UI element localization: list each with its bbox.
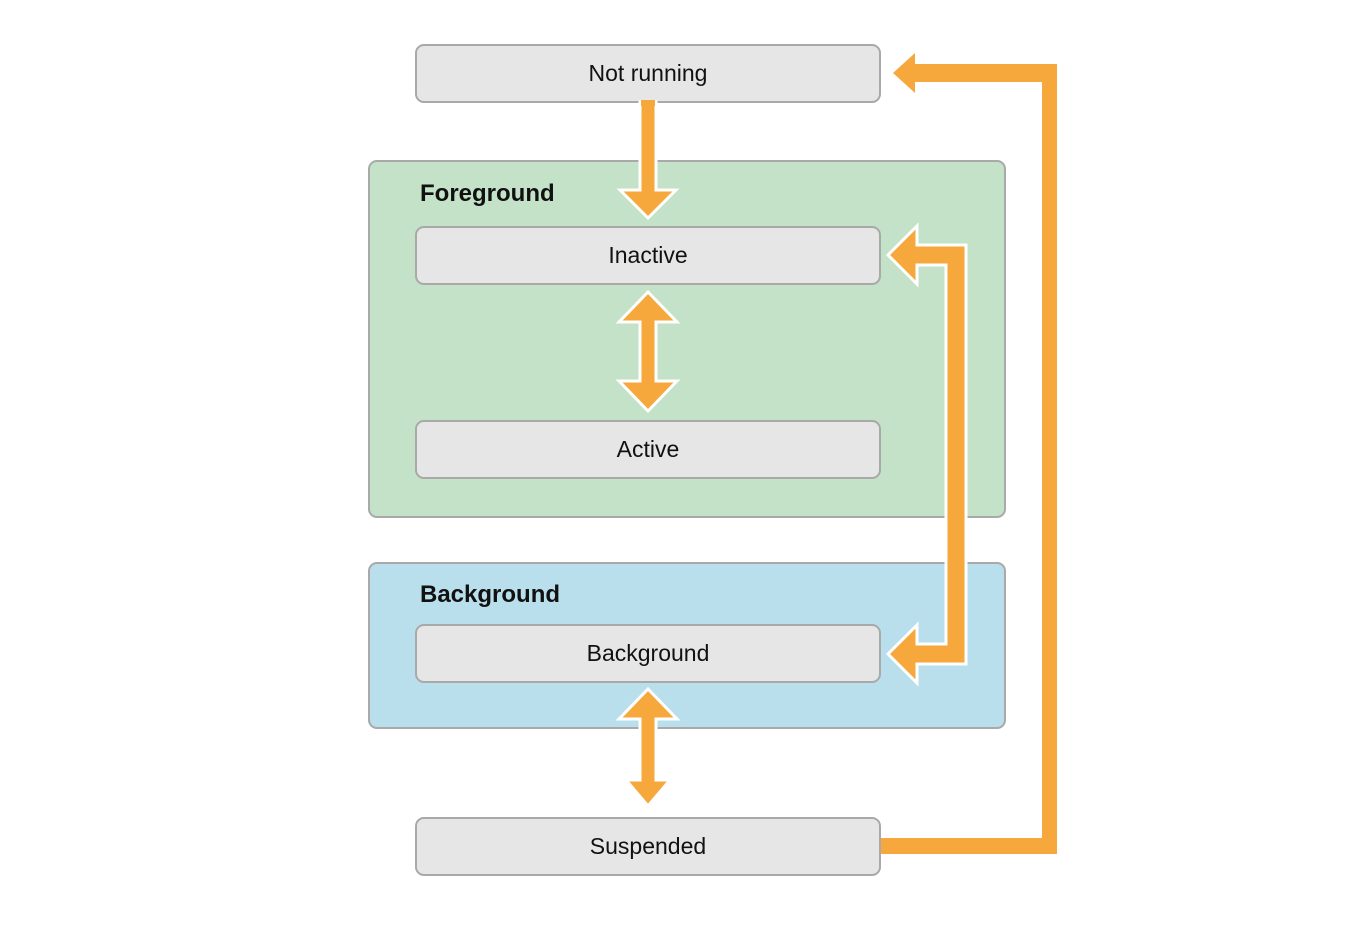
state-active: Active — [415, 420, 881, 479]
state-background: Background — [415, 624, 881, 683]
state-not-running: Not running — [415, 44, 881, 103]
foreground-group-title: Foreground — [420, 180, 555, 207]
state-inactive: Inactive — [415, 226, 881, 285]
state-suspended: Suspended — [415, 817, 881, 876]
background-group-title: Background — [420, 581, 561, 608]
